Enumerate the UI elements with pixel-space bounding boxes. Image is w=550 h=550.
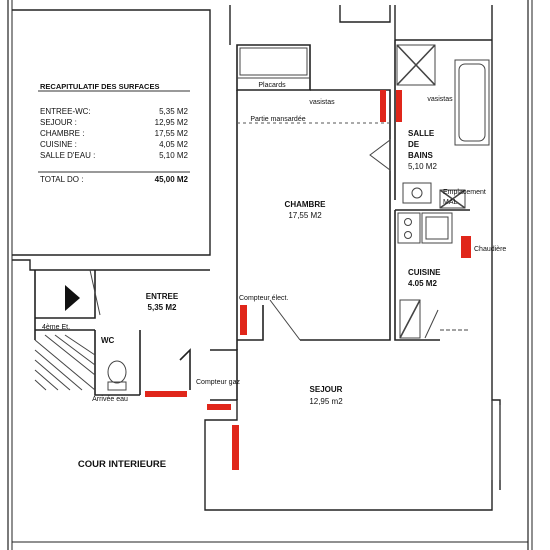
summary-row-label: SEJOUR : — [40, 118, 77, 127]
windows — [440, 329, 501, 480]
annotation-etage: 4ème Et. — [42, 324, 70, 331]
summary-row-label: ENTREE-WC: — [40, 107, 91, 116]
room-label-entree: ENTREE — [146, 292, 179, 301]
exterior-walls — [12, 5, 501, 511]
summary-table: RECAPITULATIF DES SURFACES ENTREE-WC: 5,… — [38, 82, 190, 184]
entree-wc-room — [34, 269, 238, 400]
summary-row-value: 5,35 M2 — [159, 107, 188, 116]
summary-total-label: TOTAL DO : — [40, 175, 83, 184]
entry-arrow-icon — [65, 285, 80, 311]
chambre-room — [236, 44, 391, 350]
room-label-salle-3: BAINS — [408, 151, 434, 160]
summary-title: RECAPITULATIF DES SURFACES — [40, 82, 159, 91]
room-area-entree: 5,35 M2 — [148, 303, 177, 312]
room-area-sejour: 12,95 m2 — [309, 397, 343, 406]
annotation-arrivee-eau: Arrivée eau — [92, 396, 128, 403]
summary-total-value: 45,00 M2 — [155, 175, 189, 184]
summary-row-value: 12,95 M2 — [155, 118, 189, 127]
staircase — [34, 334, 96, 391]
room-area-cuisine: 4.05 M2 — [408, 279, 437, 288]
summary-row-value: 4,05 M2 — [159, 140, 188, 149]
red-hatch-marks — [145, 90, 471, 470]
annotation-compteur-gaz: Compteur gaz — [196, 379, 240, 386]
summary-row-value: 17,55 M2 — [155, 129, 189, 138]
summary-row-label: CHAMBRE : — [40, 129, 84, 138]
room-area-salle: 5,10 M2 — [408, 162, 437, 171]
placard-box — [239, 47, 308, 76]
annotation-mal: MAL — [443, 199, 458, 206]
annotation-chaudiere: Chaudière — [474, 246, 506, 253]
summary-row-label: CUISINE : — [40, 140, 77, 149]
summary-row-label: SALLE D'EAU : — [40, 151, 95, 160]
room-label-chambre: CHAMBRE — [285, 200, 327, 209]
room-label-cour: COUR INTERIEURE — [78, 459, 166, 470]
annotation-partie-mansardee: Partie mansardée — [250, 116, 305, 123]
annotation-compteur-elec: Compteur élect. — [239, 295, 288, 302]
toilet-icon — [107, 360, 127, 391]
page-frame — [7, 0, 533, 550]
room-label-salle-2: DE — [408, 140, 420, 149]
annotation-vasistas-left: vasistas — [309, 99, 335, 106]
room-label-sejour: SEJOUR — [310, 385, 343, 394]
room-area-chambre: 17,55 M2 — [288, 211, 322, 220]
summary-row-value: 5,10 M2 — [159, 151, 188, 160]
annotation-emplacement: Emplacement — [443, 189, 486, 196]
salle-de-bains-room — [369, 39, 492, 209]
annotation-vasistas-right: vasistas — [427, 96, 453, 103]
annotation-placards: Placards — [258, 82, 286, 89]
room-label-cuisine: CUISINE — [408, 268, 441, 277]
cuisine-room — [394, 209, 470, 341]
room-label-salle-1: SALLE — [408, 129, 435, 138]
room-label-wc: WC — [101, 336, 115, 345]
